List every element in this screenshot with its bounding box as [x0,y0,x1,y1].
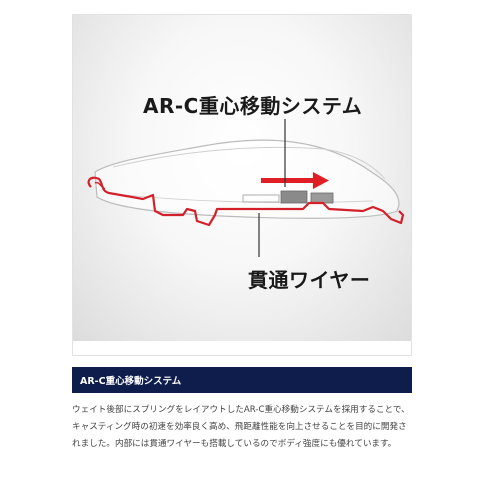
section-title: AR-C重心移動システム [80,376,182,387]
movement-arrow-shaft [261,178,315,183]
through-wire-inner [94,181,106,190]
lure-spring [242,194,280,203]
section-description: ウェイト後部にスプリングをレイアウトしたAR-C重心移動システムを採用することで… [72,405,410,449]
lure-body-outline [94,139,400,219]
lure-body-highlight [112,146,386,180]
lure-weight-front [280,190,308,204]
product-figure: AR-C重心移動システム 貫通ワイヤー [72,14,412,356]
callout-ar-c-system: AR-C重心移動システム [143,94,363,118]
lure-body-inner-line [108,192,374,204]
lure-cutaway-image: AR-C重心移動システム 貫通ワイヤー [73,15,411,341]
section-header-bar: AR-C重心移動システム [72,367,412,393]
callout-through-wire: 貫通ワイヤー [248,268,371,292]
lure-weight-rear [310,192,334,204]
lure-illustration [87,119,405,257]
through-wire [87,176,405,227]
movement-arrow-head [313,172,329,189]
